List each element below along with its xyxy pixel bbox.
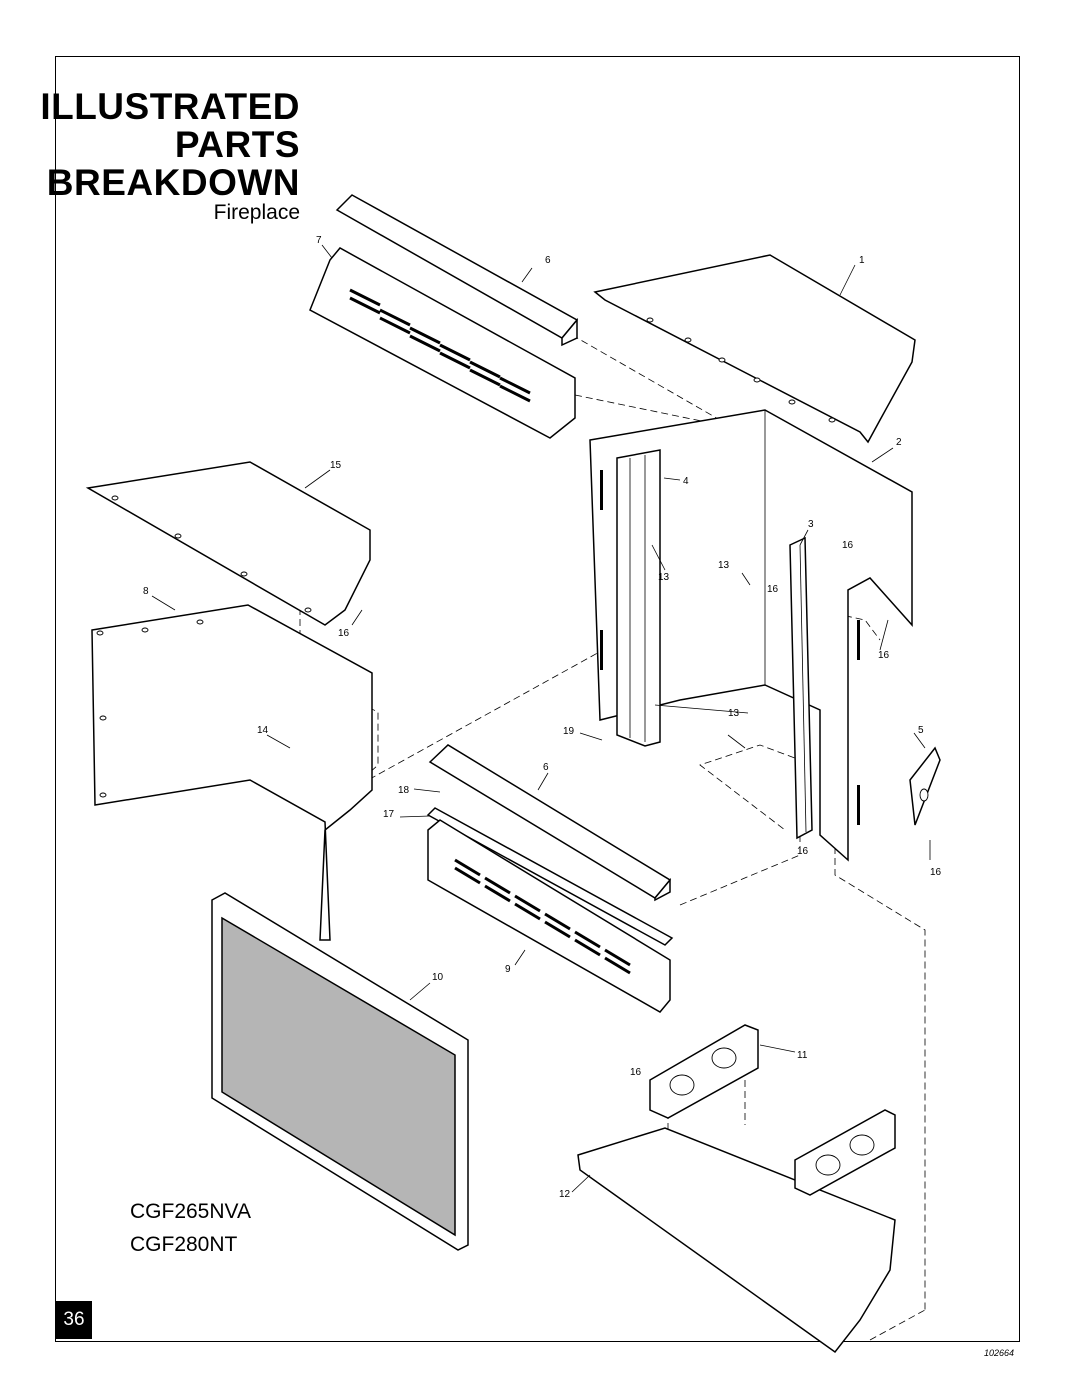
title-parts: PARTS (174, 124, 300, 165)
title-illustrated: ILLUSTRATED (40, 86, 300, 127)
callout-13: 13 (658, 572, 670, 583)
callout-5: 5 (918, 725, 924, 736)
part-3-bracket (789, 536, 813, 840)
callout-6: 6 (545, 255, 551, 266)
part-1-top-panel (593, 254, 916, 444)
callout-4: 4 (683, 476, 689, 487)
callout-16: 16 (630, 1067, 642, 1078)
callout-18: 18 (398, 785, 410, 796)
model-number-1: CGF265NVA (130, 1200, 251, 1223)
callout-16: 16 (338, 628, 350, 639)
callout-13: 13 (728, 708, 740, 719)
part-5-plate (909, 746, 941, 826)
callout-2: 2 (896, 437, 902, 448)
callout-6: 6 (543, 762, 549, 773)
callout-10: 10 (432, 972, 444, 983)
callout-16: 16 (930, 867, 942, 878)
callout-16: 16 (842, 540, 854, 551)
callout-16: 16 (767, 584, 779, 595)
callout-7: 7 (316, 235, 322, 246)
part-12-floor (577, 1109, 896, 1354)
part-6-top-rail (335, 194, 579, 347)
callout-13: 13 (718, 560, 730, 571)
part-17-strip (426, 807, 674, 946)
callout-3: 3 (808, 519, 814, 530)
part-11-front-bracket (649, 1024, 759, 1119)
model-number-2: CGF280NT (130, 1233, 238, 1256)
part-10-glass-door (211, 892, 469, 1251)
callout-1: 1 (859, 255, 865, 266)
part-9-bottom-louver (427, 819, 671, 1013)
callout-leaders (151, 244, 931, 1193)
page-border (55, 56, 1020, 1342)
drawing-number: 102664 (984, 1348, 1015, 1358)
part-6-bottom-rail (428, 744, 672, 902)
part-8-side-wall (91, 604, 373, 941)
callout-9: 9 (505, 964, 511, 975)
callout-19: 19 (563, 726, 575, 737)
callout-11: 11 (797, 1050, 808, 1061)
title-breakdown: BREAKDOWN (46, 162, 300, 203)
part-2-back-wall (589, 409, 913, 862)
callout-16: 16 (797, 846, 809, 857)
callout-12: 12 (559, 1189, 571, 1200)
page-number: 36 (56, 1301, 92, 1339)
callout-15: 15 (330, 460, 342, 471)
callout-labels: 7 6 1 2 4 15 8 3 16 13 16 13 16 16 13 5 … (143, 235, 942, 1200)
part-7-top-louver (309, 247, 576, 439)
section-subtitle: Fireplace (213, 201, 300, 224)
callout-16: 16 (878, 650, 890, 661)
part-4-bracket (616, 449, 661, 747)
callout-17: 17 (383, 809, 395, 820)
part-15-side-top (85, 461, 371, 626)
callout-8: 8 (143, 586, 149, 597)
callout-14: 14 (257, 725, 269, 736)
